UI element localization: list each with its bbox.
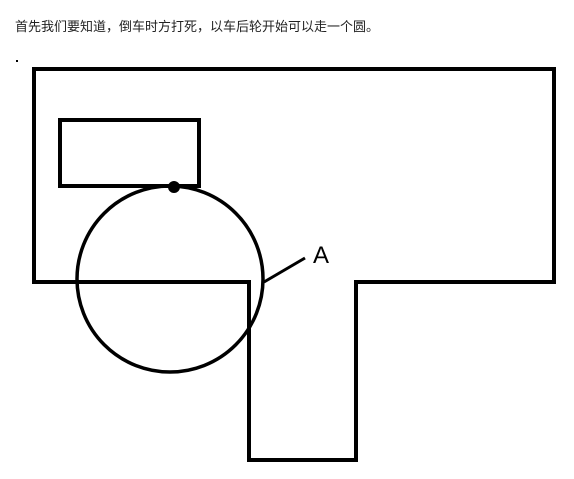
car-rectangle: [58, 118, 201, 188]
point-a-label: A: [313, 242, 329, 269]
road-outline: [32, 67, 556, 462]
turning-circle: [75, 184, 265, 374]
rear-wheel-dot: [168, 181, 180, 193]
stray-dot: [16, 60, 18, 62]
caption-text: 首先我们要知道，倒车时方打死，以车后轮开始可以走一个圆。: [15, 20, 380, 35]
pointer-line-a: [263, 256, 306, 284]
